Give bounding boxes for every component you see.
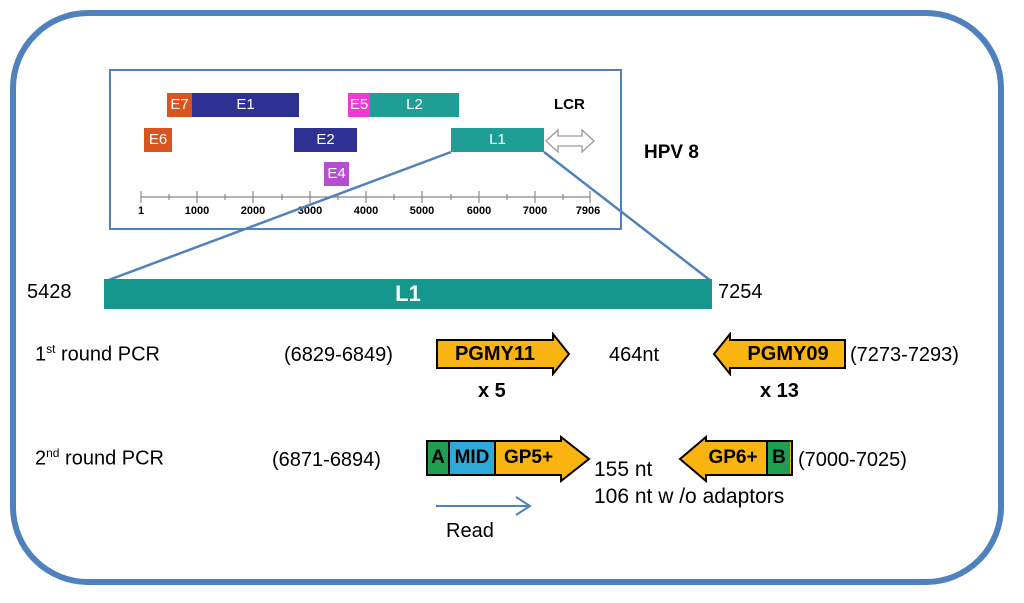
tick-label: 7000: [522, 205, 548, 217]
tick-label: 1000: [184, 205, 210, 217]
pgmy11-primer: PGMY11: [454, 342, 536, 365]
pgmy09-arrow-shape: [712, 332, 846, 376]
gp6-segment: GP6+: [700, 442, 768, 474]
round2-label-sup: nd: [46, 446, 60, 460]
gp6-arrow-shape: [678, 435, 793, 483]
l1-start-label: 5428: [27, 281, 72, 303]
tick-label: 6000: [466, 205, 492, 217]
tick-label: 1: [137, 205, 145, 217]
round2-label-text: round PCR: [59, 447, 164, 470]
tick-label: 2000: [240, 205, 266, 217]
gene-e1: E1: [192, 93, 299, 117]
tick-label: 7906: [575, 205, 601, 217]
gene-e4: E4: [324, 162, 349, 186]
gp5-primer: A MID GP5+: [428, 442, 561, 474]
round1-label: 1st round PCR: [35, 342, 160, 367]
round2-label-num: 2: [35, 447, 47, 470]
round1-label-text: round PCR: [55, 343, 160, 366]
round1-reverse-multiplier: x 13: [760, 380, 799, 402]
tick-label: 4000: [353, 205, 379, 217]
round1-amplicon: 464nt: [609, 344, 660, 366]
round2-reverse-range: (7000-7025): [798, 449, 907, 471]
tick-label: 3000: [297, 205, 323, 217]
round1-forward-multiplier: x 5: [478, 380, 506, 402]
adaptor-b-segment: B: [768, 442, 790, 474]
gene-e2: E2: [294, 128, 357, 152]
gene-e6: E6: [144, 128, 172, 152]
mid-segment: MID: [450, 442, 496, 474]
l1-end-label: 7254: [718, 281, 763, 303]
genome-label: HPV 8: [644, 142, 699, 163]
tick-label: 5000: [409, 205, 435, 217]
round1-reverse-range: (7273-7293): [850, 344, 959, 366]
l1-zoom-label: L1: [395, 281, 421, 306]
round2-amplicon-no-adaptors: 106 nt w /o adaptors: [594, 485, 785, 508]
round2-amplicon: 155 nt: [594, 458, 653, 481]
round1-label-num: 1: [35, 343, 47, 366]
adaptor-a-segment: A: [428, 442, 450, 474]
round2-forward-range: (6871-6894): [272, 449, 381, 471]
gp6-primer: GP6+ B: [700, 442, 790, 474]
round1-forward-range: (6829-6849): [284, 344, 393, 366]
gene-l1: L1: [451, 128, 544, 152]
lcr-label: LCR: [554, 96, 585, 113]
round1-label-sup: st: [46, 342, 56, 356]
gene-e7: E7: [167, 93, 192, 117]
pgmy09-primer: PGMY09: [747, 342, 829, 365]
gene-l2: L2: [370, 93, 459, 117]
read-label: Read: [446, 520, 494, 542]
round2-label: 2nd round PCR: [35, 446, 164, 471]
l1-zoom-bar: L1: [104, 279, 712, 309]
gene-e5: E5: [348, 93, 370, 117]
gp5-segment: GP5+: [503, 447, 554, 468]
pgmy11-arrow-shape: [436, 332, 571, 376]
